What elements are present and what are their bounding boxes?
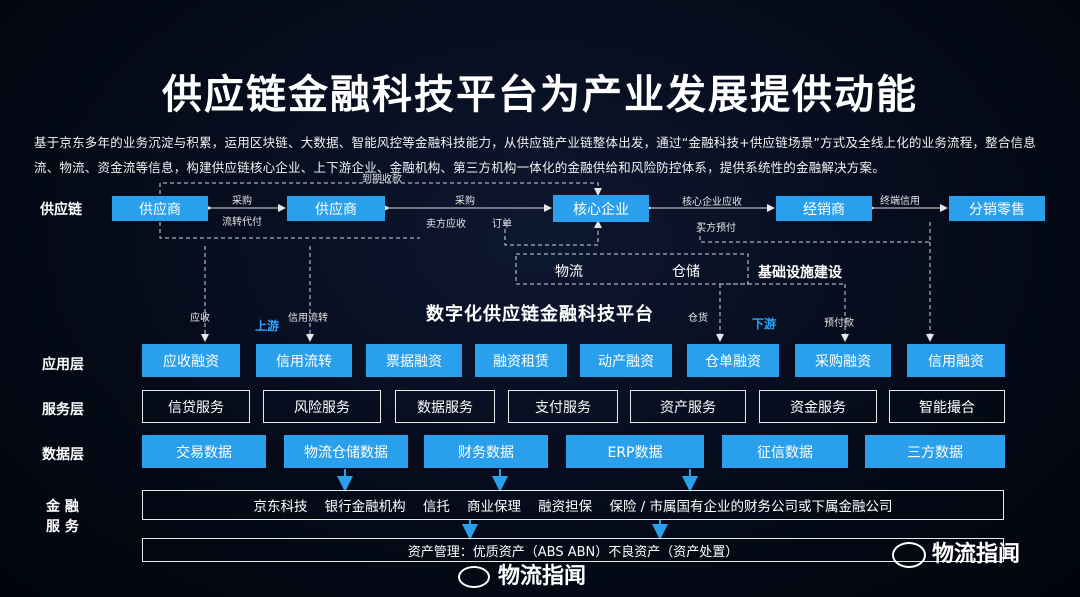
finance-institutions: 京东科技 银行金融机构 信托 商业保理 融资担保 保险 / 市属国有企业的财务公… [142, 490, 1004, 520]
app-procurement-finance: 采购融资 [795, 344, 891, 377]
finance-services-label: 金 融 服 务 [46, 497, 79, 537]
finance-label-line2: 服 务 [46, 519, 79, 535]
page-title: 供应链金融科技平台为产业发展提供动能 [162, 72, 918, 118]
flow-receivable: 应收 [190, 313, 210, 324]
node-distributor: 经销商 [776, 196, 872, 221]
flow-credit-transfer: 信用流转 [288, 313, 328, 324]
app-leasing: 融资租赁 [475, 344, 567, 377]
app-credit-transfer: 信用流转 [256, 344, 352, 377]
svc-data: 数据服务 [395, 390, 495, 423]
watermark-weibo: 物流指闻 [458, 558, 586, 590]
svc-payment: 支付服务 [508, 390, 618, 423]
data-erp: ERP数据 [566, 435, 704, 468]
edge-label-purchase-1: 采购 [232, 196, 252, 207]
app-warehouse-receipt: 仓单融资 [687, 344, 779, 377]
svc-matching: 智能撮合 [889, 390, 1005, 423]
asset-management: 资产管理：优质资产（ABS ABN）不良资产（资产处置） [142, 538, 1004, 562]
service-layer-label: 服务层 [42, 402, 84, 418]
edge-label-buyer-prepay: 买方预付 [696, 223, 736, 234]
wechat-icon [892, 542, 926, 568]
infra-logistics: 物流 [555, 264, 583, 280]
node-supplier-2: 供应商 [287, 196, 385, 221]
data-logistics-warehouse: 物流仓储数据 [284, 435, 408, 468]
flow-prepayment: 预付款 [824, 318, 854, 329]
flow-upstream: 上游 [255, 319, 280, 333]
edge-label-seller-receivable: 卖方应收 [426, 219, 466, 230]
watermark-wechat: 物流指闻 [892, 536, 1020, 568]
data-layer-label: 数据层 [42, 447, 84, 463]
node-retail: 分销零售 [949, 196, 1045, 221]
svc-risk: 风险服务 [263, 390, 381, 423]
weibo-icon [458, 566, 490, 588]
edge-label-order: 订单 [492, 219, 512, 230]
flow-warehouse-goods: 仓货 [688, 313, 708, 324]
edge-label-transfer: 流转代付 [222, 217, 262, 228]
infra-warehouse: 仓储 [672, 264, 700, 280]
platform-title: 数字化供应链金融科技平台 [426, 304, 654, 325]
svc-asset: 资产服务 [630, 390, 746, 423]
svc-credit: 信贷服务 [142, 390, 250, 423]
data-transaction: 交易数据 [142, 435, 266, 468]
watermark-left-text: 物流指闻 [498, 564, 587, 589]
svc-funds: 资金服务 [759, 390, 877, 423]
edge-label-purchase-2: 采购 [455, 196, 475, 207]
app-credit-finance: 信用融资 [907, 344, 1005, 377]
data-credit-report: 征信数据 [722, 435, 848, 468]
finance-label-line1: 金 融 [46, 499, 79, 515]
app-bill-finance: 票据融资 [366, 344, 462, 377]
node-core-enterprise: 核心企业 [553, 195, 649, 222]
flow-downstream: 下游 [752, 317, 777, 331]
app-receivable-finance: 应收融资 [142, 344, 240, 377]
edge-label-due-receivable: 到期收款 [362, 174, 402, 185]
application-layer-label: 应用层 [42, 357, 84, 373]
data-finance: 财务数据 [424, 435, 548, 468]
infra-label: 基础设施建设 [758, 265, 842, 281]
edge-label-core-receivable: 核心企业应收 [682, 197, 742, 208]
edge-label-terminal-credit: 终端信用 [880, 196, 920, 207]
supply-chain-label: 供应链 [40, 202, 82, 218]
watermark-right-text: 物流指闻 [932, 542, 1021, 567]
app-movable-finance: 动产融资 [580, 344, 672, 377]
data-third-party: 三方数据 [865, 435, 1005, 468]
intro-paragraph: 基于京东多年的业务沉淀与积累，运用区块链、大数据、智能风控等金融科技能力，从供应… [34, 135, 1036, 175]
node-supplier-1: 供应商 [112, 196, 208, 221]
